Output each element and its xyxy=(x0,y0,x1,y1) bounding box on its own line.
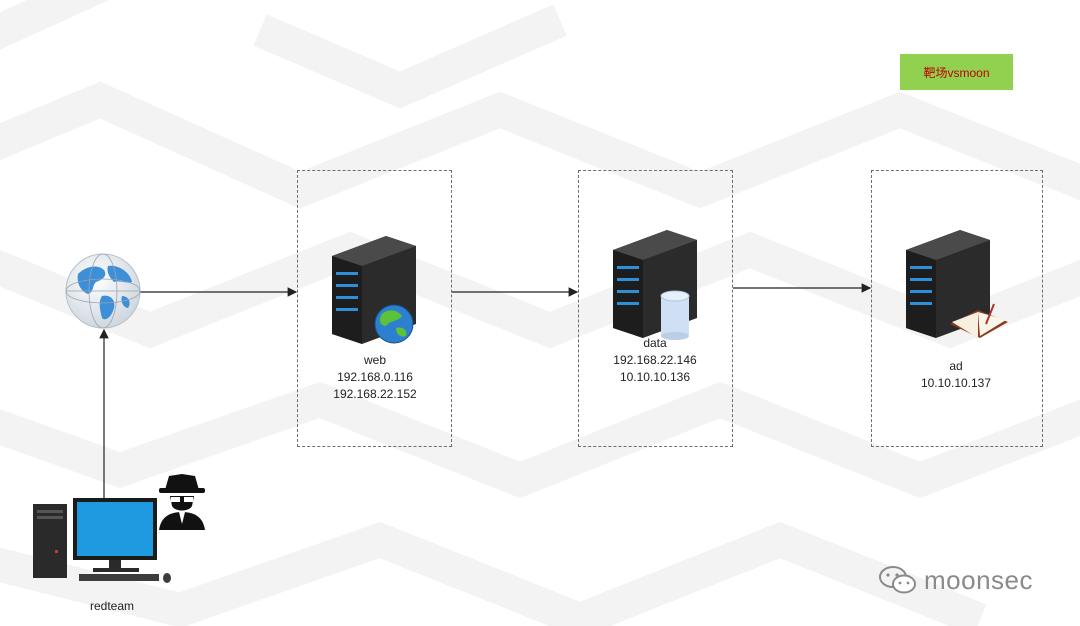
ad-node-label: ad 10.10.10.137 xyxy=(880,358,1032,392)
data-node-name: data xyxy=(643,336,667,350)
web-node-name: web xyxy=(363,353,386,367)
data-node-box xyxy=(578,170,733,447)
ad-server-icon xyxy=(906,230,1008,338)
globe-icon xyxy=(65,253,141,329)
web-node-ip: 192.168.0.116 xyxy=(337,370,413,384)
data-node-ip: 10.10.10.136 xyxy=(619,370,691,384)
hacker-icon xyxy=(159,474,205,530)
web-server-icon xyxy=(332,236,416,344)
web-node-label: web 192.168.0.116 192.168.22.152 xyxy=(300,352,450,403)
target-range-tag: 靶场vsmoon xyxy=(900,54,1013,90)
redteam-label: redteam xyxy=(90,599,135,613)
web-node-ip: 192.168.22.152 xyxy=(333,387,417,401)
database-server-icon xyxy=(613,230,697,340)
ad-node-box xyxy=(871,170,1043,447)
desktop-computer-icon xyxy=(33,498,171,583)
ad-node-ip: 10.10.10.137 xyxy=(920,376,992,390)
wechat-icon xyxy=(879,566,916,594)
data-node-ip: 192.168.22.146 xyxy=(613,353,697,367)
web-node-box xyxy=(297,170,452,447)
ad-node-name: ad xyxy=(949,359,963,373)
watermark: moonsec xyxy=(878,563,1033,597)
watermark-text: moonsec xyxy=(924,564,1033,595)
data-node-label: data 192.168.22.146 10.10.10.136 xyxy=(580,335,730,386)
